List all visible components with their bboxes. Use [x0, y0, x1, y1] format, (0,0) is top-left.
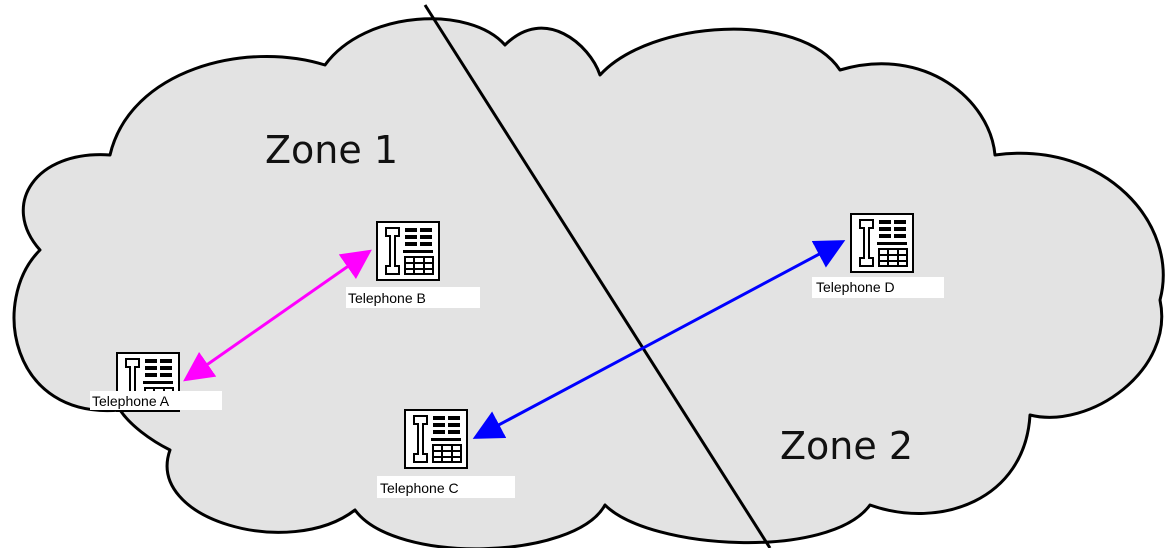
- telephone-c-icon: [404, 409, 468, 469]
- telephone-b-label: Telephone B: [348, 290, 426, 306]
- telephone-a-label-bg: [90, 391, 222, 410]
- telephone-c-label-bg: [377, 476, 515, 498]
- telephone-b-icon: [376, 221, 440, 281]
- telephone-d-icon: [850, 213, 914, 273]
- telephone-a-label: Telephone A: [92, 393, 170, 409]
- telephone-d: [850, 213, 914, 273]
- network-cloud: [12, 17, 1165, 548]
- telephone-c: [404, 409, 468, 469]
- connection-a-b-arrow: [183, 249, 372, 382]
- telephone-d-label-bg: [812, 277, 944, 298]
- zone-1-label: Zone 1: [265, 128, 398, 172]
- telephone-b-label-bg: [346, 287, 480, 308]
- zone-2-label: Zone 2: [780, 424, 913, 468]
- telephone-d-label: Telephone D: [816, 279, 895, 295]
- telephone-c-label: Telephone C: [380, 480, 459, 496]
- connection-c-d-arrow: [472, 240, 846, 439]
- telephone-b: [376, 221, 440, 281]
